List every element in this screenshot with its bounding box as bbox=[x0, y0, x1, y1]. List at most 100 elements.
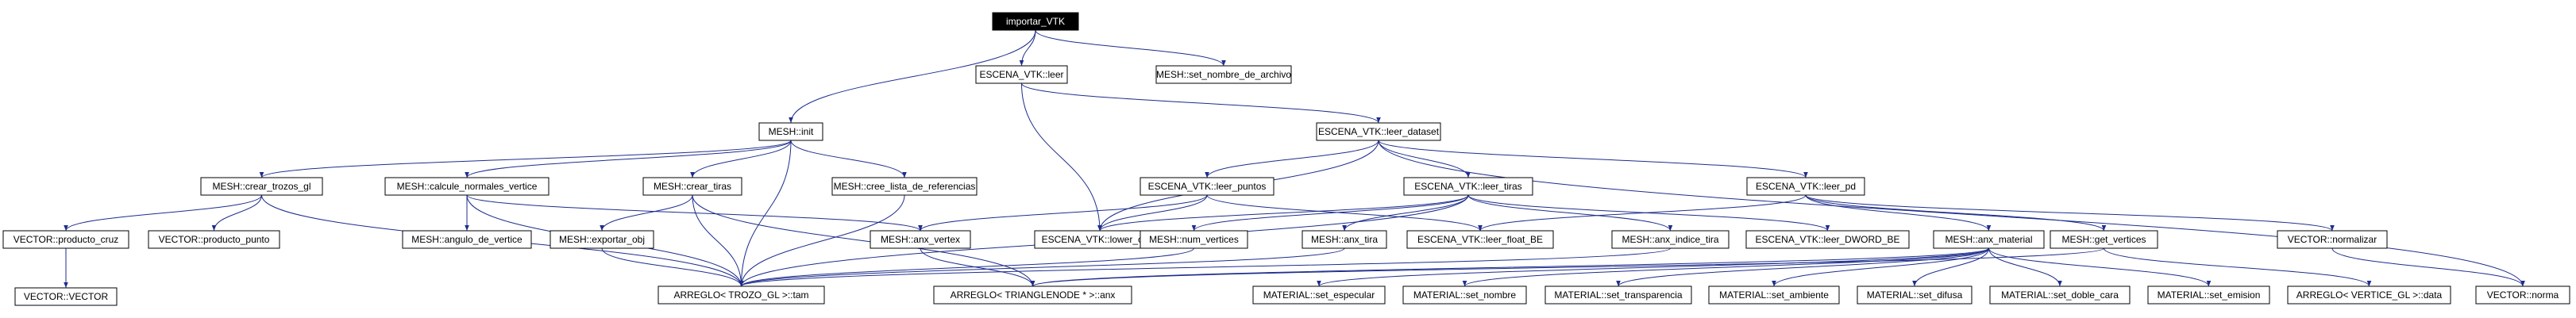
node-mesh_crear_tiras[interactable]: MESH::crear_tiras bbox=[642, 177, 742, 196]
edge-escena_leer_pd-to-vector_normalizar bbox=[1805, 194, 2335, 232]
node-box bbox=[2050, 230, 2158, 249]
node-box bbox=[2, 230, 129, 249]
node-vector_producto_punto[interactable]: VECTOR::producto_punto bbox=[148, 230, 280, 249]
node-mesh_crear_trozos_gl[interactable]: MESH::crear_trozos_gl bbox=[200, 177, 323, 196]
edge-escena_leer_tiras-to-mesh_num_vertices bbox=[1191, 194, 1469, 232]
node-label: MATERIAL::set_especular bbox=[1263, 289, 1375, 301]
node-material_set_difusa[interactable]: MATERIAL::set_difusa bbox=[1857, 285, 1972, 305]
node-box bbox=[200, 177, 323, 196]
node-box bbox=[1708, 285, 1840, 305]
node-escena_leer_tiras[interactable]: ESCENA_VTK::leer_tiras bbox=[1403, 177, 1533, 196]
edge-mesh_anx_material-to-material_set_nombre bbox=[1462, 247, 1989, 287]
node-label: ESCENA_VTK::leer_float_BE bbox=[1417, 234, 1543, 245]
node-box bbox=[1933, 230, 2045, 249]
node-box bbox=[2147, 285, 2270, 305]
node-box bbox=[2475, 285, 2570, 305]
edge-mesh_init-to-mesh_crear_trozos_gl bbox=[259, 140, 792, 178]
node-box bbox=[1406, 230, 1554, 249]
node-box bbox=[642, 177, 742, 196]
node-label: MATERIAL::set_ambiente bbox=[1719, 289, 1829, 301]
node-mesh_anx_tira[interactable]: MESH::anx_tira bbox=[1301, 230, 1387, 249]
edge-escena_leer_pd-to-mesh_anx_material bbox=[1805, 194, 1992, 232]
node-label: MESH::get_vertices bbox=[2061, 234, 2146, 245]
edge-mesh_crear_trozos_gl-to-vector_producto_punto bbox=[211, 194, 262, 232]
node-material_set_transparencia[interactable]: MATERIAL::set_transparencia bbox=[1544, 285, 1692, 305]
node-vector_vector[interactable]: VECTOR::VECTOR bbox=[14, 287, 118, 306]
node-mesh_get_vertices[interactable]: MESH::get_vertices bbox=[2050, 230, 2158, 249]
node-label: MESH::anx_material bbox=[1945, 234, 2032, 245]
node-arreglo_trozo_tam[interactable]: ARREGLO< TROZO_GL >::tam bbox=[657, 285, 825, 305]
node-mesh_cree_lista_de_referencias[interactable]: MESH::cree_lista_de_referencias bbox=[831, 177, 978, 196]
edge-mesh_anx_material-to-arreglo_trianglenode_anx bbox=[1031, 247, 1989, 287]
node-mesh_anx_indice_tira[interactable]: MESH::anx_indice_tira bbox=[1611, 230, 1730, 249]
node-box bbox=[148, 230, 280, 249]
node-box bbox=[384, 177, 550, 196]
node-mesh_set_nombre_archivo[interactable]: MESH::set_nombre_de_archivo bbox=[1155, 65, 1292, 84]
node-label: ARREGLO< TRIANGLENODE * >::anx bbox=[951, 289, 1116, 301]
node-box bbox=[1544, 285, 1692, 305]
node-material_set_especular[interactable]: MATERIAL::set_especular bbox=[1252, 285, 1386, 305]
node-escena_leer_dataset[interactable]: ESCENA_VTK::leer_dataset bbox=[1316, 122, 1441, 141]
node-mesh_anx_vertex[interactable]: MESH::anx_vertex bbox=[870, 230, 971, 249]
node-label: ESCENA_VTK::leer_DWORD_BE bbox=[1755, 234, 1899, 245]
node-label: VECTOR::producto_punto bbox=[159, 234, 270, 245]
node-box bbox=[1745, 230, 1910, 249]
node-label: MESH::set_nombre_de_archivo bbox=[1156, 69, 1291, 80]
edge-escena_leer_tiras-to-mesh_anx_tira bbox=[1342, 194, 1469, 232]
node-mesh_angulo_de_vertice[interactable]: MESH::angulo_de_vertice bbox=[402, 230, 532, 249]
node-label: MESH::cree_lista_de_referencias bbox=[834, 181, 976, 192]
node-escena_leer[interactable]: ESCENA_VTK::leer bbox=[975, 65, 1068, 84]
node-label: MESH::anx_vertex bbox=[881, 234, 960, 245]
edge-mesh_get_vertices-to-arreglo_vertice_data bbox=[2104, 247, 2372, 287]
node-mesh_calcule_normales_vertice[interactable]: MESH::calcule_normales_vertice bbox=[384, 177, 550, 196]
node-mesh_exportar_obj[interactable]: MESH::exportar_obj bbox=[550, 230, 654, 249]
node-box bbox=[1301, 230, 1387, 249]
edge-escena_leer_puntos-to-mesh_anx_vertex bbox=[918, 194, 1208, 232]
node-mesh_num_vertices[interactable]: MESH::num_vertices bbox=[1140, 230, 1248, 249]
node-escena_lower_case[interactable]: ESCENA_VTK::lower_case bbox=[1034, 230, 1166, 249]
node-label: MESH::anx_tira bbox=[1311, 234, 1378, 245]
edge-importar_vtk-to-escena_leer bbox=[1019, 29, 1036, 67]
node-arreglo_trianglenode_anx[interactable]: ARREGLO< TRIANGLENODE * >::anx bbox=[933, 285, 1132, 305]
edge-mesh_cree_lista_de_referencias-to-arreglo_trozo_tam bbox=[738, 194, 905, 287]
node-box bbox=[1746, 177, 1865, 196]
node-box bbox=[1252, 285, 1386, 305]
edge-escena_leer-to-escena_lower_case bbox=[1021, 82, 1102, 232]
edge-mesh_crear_trozos_gl-to-vector_producto_cruz bbox=[64, 194, 262, 232]
node-box bbox=[1316, 122, 1441, 141]
node-importar_vtk[interactable]: importar_VTK bbox=[992, 12, 1079, 31]
node-label: VECTOR::norma bbox=[2487, 289, 2559, 301]
node-label: ARREGLO< VERTICE_GL >::data bbox=[2296, 289, 2443, 301]
node-escena_leer_float_be[interactable]: ESCENA_VTK::leer_float_BE bbox=[1406, 230, 1554, 249]
node-box bbox=[402, 230, 532, 249]
node-material_set_nombre[interactable]: MATERIAL::set_nombre bbox=[1402, 285, 1527, 305]
node-box bbox=[1857, 285, 1972, 305]
node-arreglo_vertice_data[interactable]: ARREGLO< VERTICE_GL >::data bbox=[2287, 285, 2451, 305]
edge-mesh_anx_tira-to-arreglo_trozo_tam bbox=[738, 247, 1345, 287]
node-label: ESCENA_VTK::leer_puntos bbox=[1148, 181, 1267, 192]
node-vector_norma[interactable]: VECTOR::norma bbox=[2475, 285, 2570, 305]
node-box bbox=[1989, 285, 2131, 305]
node-box bbox=[1155, 65, 1292, 84]
node-box bbox=[657, 285, 825, 305]
edge-escena_leer_tiras-to-mesh_anx_indice_tira bbox=[1467, 194, 1673, 232]
node-vector_normalizar[interactable]: VECTOR::normalizar bbox=[2277, 230, 2388, 249]
node-label: importar_VTK bbox=[1006, 16, 1065, 27]
node-box bbox=[1140, 177, 1275, 196]
node-mesh_anx_material[interactable]: MESH::anx_material bbox=[1933, 230, 2045, 249]
node-mesh_init[interactable]: MESH::init bbox=[758, 122, 823, 141]
node-box bbox=[933, 285, 1132, 305]
node-escena_leer_puntos[interactable]: ESCENA_VTK::leer_puntos bbox=[1140, 177, 1275, 196]
node-vector_producto_cruz[interactable]: VECTOR::producto_cruz bbox=[2, 230, 129, 249]
node-material_set_doble_cara[interactable]: MATERIAL::set_doble_cara bbox=[1989, 285, 2131, 305]
edge-escena_leer_dataset-to-escena_leer_pd bbox=[1378, 140, 1808, 178]
node-label: VECTOR::producto_cruz bbox=[13, 234, 119, 245]
node-material_set_ambiente[interactable]: MATERIAL::set_ambiente bbox=[1708, 285, 1840, 305]
node-material_set_emision[interactable]: MATERIAL::set_emision bbox=[2147, 285, 2270, 305]
edge-escena_leer_dataset-to-vector_norma bbox=[1378, 140, 2525, 287]
node-escena_leer_dword_be[interactable]: ESCENA_VTK::leer_DWORD_BE bbox=[1745, 230, 1910, 249]
node-label: MATERIAL::set_nombre bbox=[1413, 289, 1516, 301]
node-escena_leer_pd[interactable]: ESCENA_VTK::leer_pd bbox=[1746, 177, 1865, 196]
edge-mesh_anx_material-to-material_set_ambiente bbox=[1772, 247, 1989, 287]
edge-escena_leer_dataset-to-escena_leer_puntos bbox=[1205, 140, 1379, 178]
